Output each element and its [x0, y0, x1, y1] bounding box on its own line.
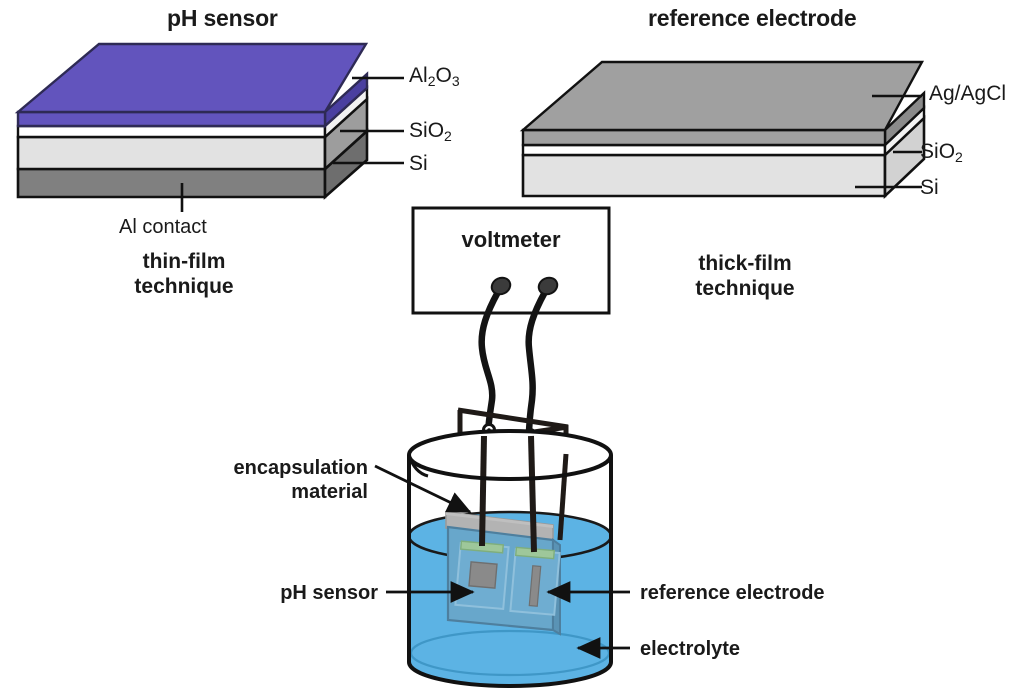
label-thick-film-technique: thick-film technique	[680, 252, 810, 302]
holder-rail-back	[457, 407, 569, 430]
thin-film-line1: thin-film	[142, 250, 226, 273]
label-thin-film-technique: thin-film technique	[122, 250, 246, 300]
stem-holder-post-right-lower	[557, 453, 569, 541]
label-sio2-left: SiO2	[409, 119, 452, 145]
label-sio2-left-sub: 2	[444, 127, 452, 144]
label-al-contact: Al contact	[119, 216, 207, 238]
label-al2o3-text2: O	[435, 64, 452, 87]
beaker-outline	[407, 455, 613, 688]
plug-tip-right-icon	[537, 276, 559, 296]
ref-layer-si-front	[521, 153, 887, 198]
label-si-right: Si	[920, 176, 939, 199]
stem-left	[479, 435, 487, 547]
page-title-reference-electrode: reference electrode	[648, 5, 857, 31]
label-sio2-left-text: Si	[409, 119, 428, 142]
encapsulation-line2: material	[291, 481, 368, 503]
label-sio2-right-text2: O	[938, 140, 956, 163]
label-al2o3-sub2: 3	[451, 72, 460, 89]
callout-encapsulation-material: encapsulation material	[0, 456, 368, 504]
ref-layer-agagcl-front	[521, 128, 887, 147]
thin-film-line2: technique	[134, 274, 234, 298]
ph-sensor-active-area	[468, 561, 498, 589]
thick-film-line2: technique	[695, 276, 795, 300]
label-al2o3: Al2O3	[409, 64, 460, 90]
layer-si-front	[16, 135, 327, 171]
electrolyte-bottom-ellipse	[409, 629, 611, 677]
ref-layer-sio2-front	[521, 143, 887, 157]
sensor-chip-carrier	[446, 525, 561, 636]
encapsulation-slab-top	[446, 512, 553, 528]
encapsulation-line1: encapsulation	[233, 457, 368, 479]
label-agagcl: Ag/AgCl	[929, 82, 1007, 105]
label-si-left: Si	[409, 152, 428, 175]
callout-ph-sensor: pH sensor	[280, 582, 378, 604]
thick-film-line1: thick-film	[698, 252, 792, 275]
voltmeter-frame	[411, 206, 611, 315]
layer-al2o3-top	[14, 42, 369, 114]
layer-al2o3-front	[16, 110, 327, 128]
callout-leaders	[374, 464, 630, 659]
ph-sensor-block	[14, 42, 404, 212]
leader-encapsulation	[374, 464, 472, 514]
callout-electrolyte: electrolyte	[640, 638, 741, 660]
callout-reference-electrode: reference electrode	[640, 582, 825, 604]
label-al2o3-text: Al	[409, 64, 428, 87]
reference-electrode-block	[519, 60, 926, 200]
label-sio2-left-text2: O	[427, 119, 445, 142]
plug-tip-left-icon	[490, 276, 512, 296]
voltmeter-label: voltmeter	[461, 227, 561, 252]
beaker-spout	[407, 454, 429, 478]
layer-sio2-front	[16, 124, 327, 139]
label-sio2-right-sub: 2	[955, 148, 963, 165]
label-al2o3-sub1: 2	[427, 72, 436, 89]
ref-layer-agagcl-top	[519, 60, 925, 132]
label-sio2-right: SiO2	[920, 140, 963, 166]
cable-left	[478, 288, 502, 440]
layer-al-contact-front	[16, 167, 327, 199]
stem-right	[528, 435, 537, 553]
label-sio2-right-text: Si	[920, 140, 939, 163]
reference-electrode-active-strip	[528, 565, 542, 607]
page-title-ph-sensor: pH sensor	[167, 5, 278, 31]
voltmeter-box[interactable]	[411, 206, 611, 315]
